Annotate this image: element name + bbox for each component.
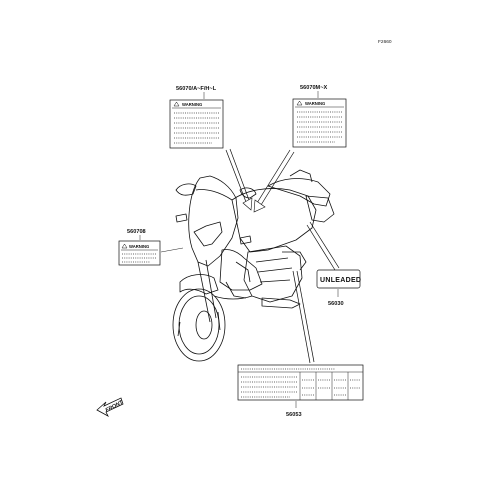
warning-title-left: WARNING bbox=[129, 244, 149, 249]
part-number-upper-right: 56070M~X bbox=[300, 85, 327, 91]
pointer-upper-left bbox=[225, 148, 253, 211]
info-label-bottom bbox=[237, 364, 364, 401]
pointer-bottom bbox=[292, 270, 315, 364]
pointer-upper-right bbox=[253, 149, 295, 213]
part-number-bottom: 56053 bbox=[286, 412, 302, 418]
engine bbox=[243, 245, 303, 303]
warning-title-upper-left: WARNING bbox=[182, 102, 202, 107]
pointer-fuel bbox=[306, 221, 340, 271]
front-arrow-icon: FRONT bbox=[96, 397, 125, 417]
figure-number: F2660 bbox=[378, 39, 392, 45]
windscreen bbox=[188, 175, 239, 267]
motorcycle-outline bbox=[172, 169, 335, 362]
fuel-tank bbox=[231, 188, 317, 253]
front-wheel bbox=[172, 288, 226, 362]
part-number-fuel: 56030 bbox=[328, 301, 344, 307]
headlight bbox=[193, 221, 223, 247]
pointer-left bbox=[160, 247, 184, 253]
warning-label-left: WARNING bbox=[118, 240, 161, 266]
left-mirror bbox=[175, 183, 197, 196]
warning-label-upper-right: WARNING bbox=[292, 98, 347, 148]
unleaded-text: UNLEADED bbox=[320, 277, 361, 284]
unleaded-label: UNLEADED bbox=[316, 269, 361, 289]
part-number-upper-left: 56070/A~F/H~L bbox=[176, 86, 217, 92]
part-number-left: 560708 bbox=[127, 229, 146, 235]
front-fender bbox=[179, 274, 219, 295]
seat bbox=[267, 178, 331, 207]
warning-label-upper-left: WARNING bbox=[169, 99, 224, 149]
warning-title-upper-right: WARNING bbox=[305, 101, 325, 106]
